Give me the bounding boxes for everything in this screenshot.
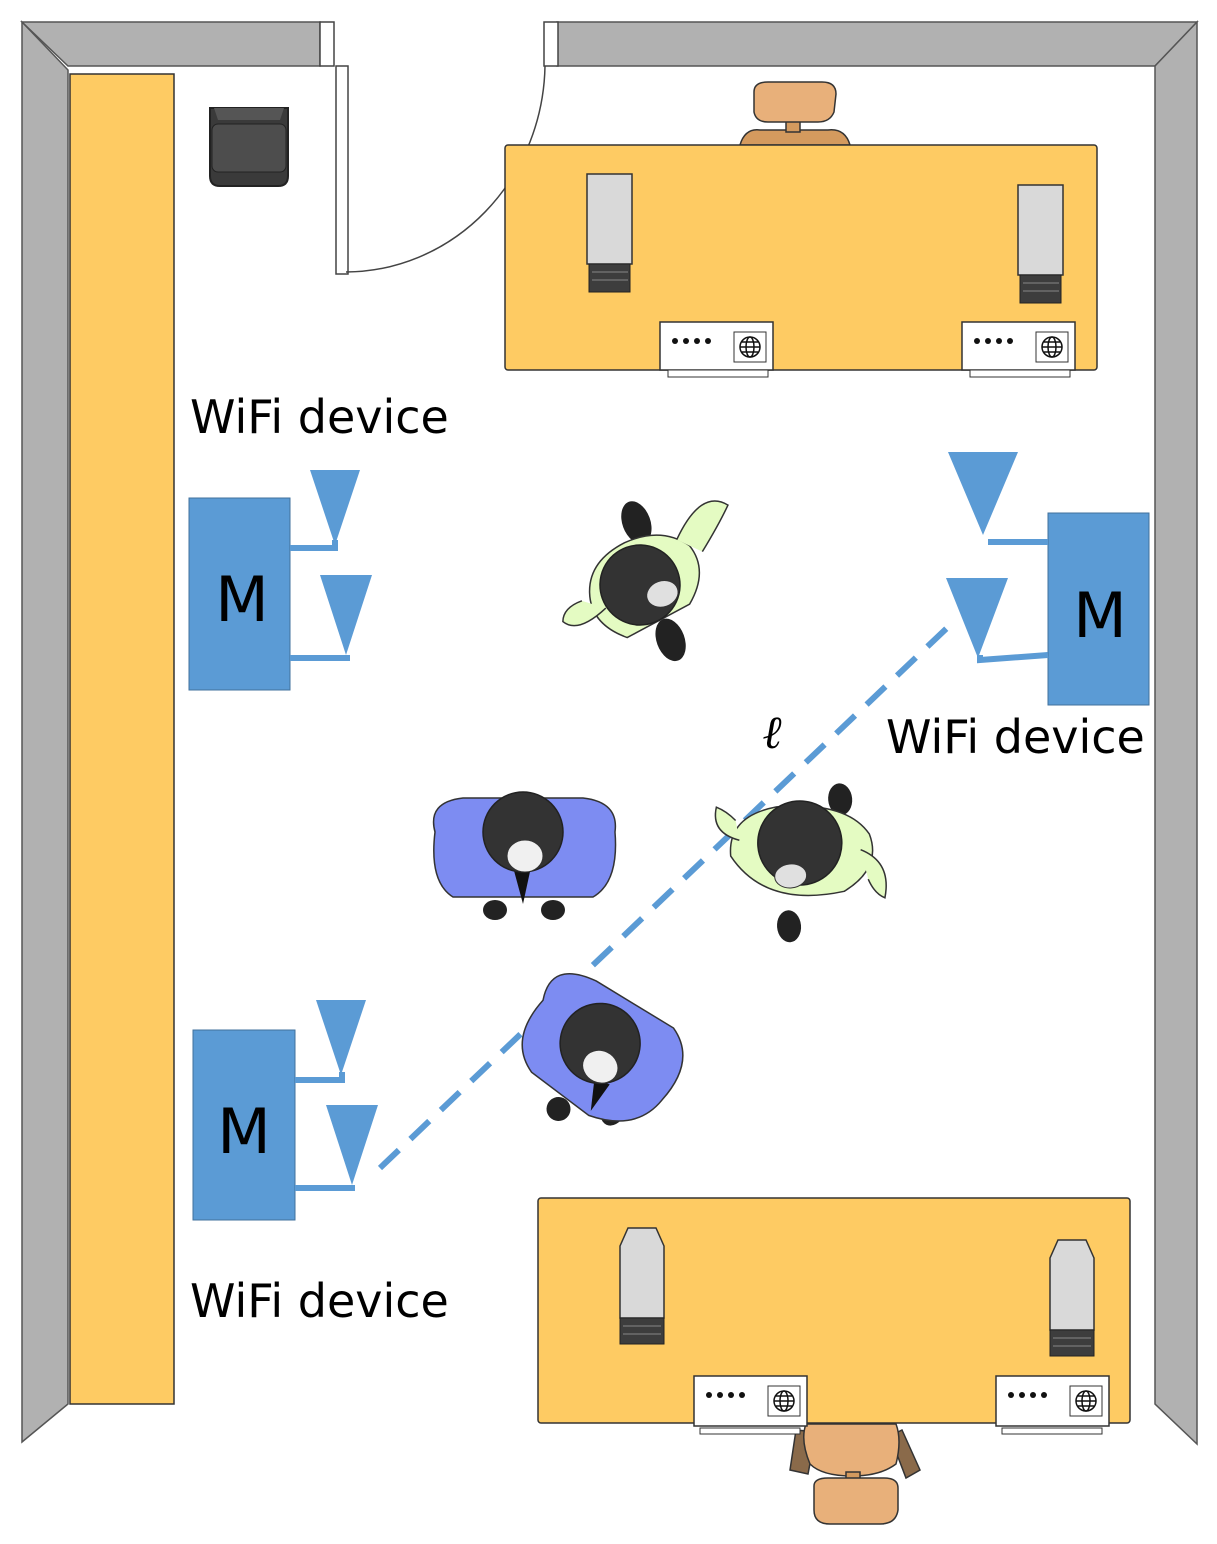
antenna-icon — [946, 578, 1008, 658]
person-icon — [714, 783, 887, 943]
antenna-icon — [320, 575, 372, 655]
device-letter: M — [1073, 579, 1127, 652]
person-icon — [521, 972, 684, 1126]
wifi-link-line — [377, 624, 951, 1171]
wifi-device-label: WiFi device — [886, 710, 1145, 764]
globe-icon — [739, 336, 761, 358]
wifi-device-right: M — [946, 452, 1150, 706]
door-icon — [319, 21, 559, 275]
wifi-device-bottom-left: M — [192, 1000, 378, 1221]
wifi-device-label: WiFi device — [190, 1274, 449, 1328]
top-desk — [504, 81, 1098, 378]
walls — [20, 20, 1199, 1446]
person-icon — [432, 791, 617, 920]
chair-icon — [738, 81, 852, 146]
globe-icon — [773, 1390, 795, 1412]
wifi-device-label: WiFi device — [190, 390, 449, 444]
router-icon — [659, 321, 774, 378]
router-icon — [995, 1375, 1110, 1435]
router-icon — [693, 1375, 808, 1435]
person-icon — [562, 500, 729, 662]
device-letter: M — [215, 563, 269, 636]
globe-icon — [1041, 336, 1063, 358]
wall-shelf — [69, 73, 175, 1405]
desktop-computer-icon — [586, 173, 633, 293]
antenna-icon — [948, 452, 1018, 535]
antenna-icon — [316, 1000, 366, 1075]
desktop-computer-icon — [1017, 184, 1064, 304]
router-icon — [961, 321, 1076, 378]
antenna-icon — [326, 1105, 378, 1185]
link-symbol: ℓ — [762, 705, 782, 759]
wifi-device-top-left: M — [188, 470, 372, 691]
device-letter: M — [217, 1095, 271, 1168]
chair-icon — [789, 1423, 921, 1525]
antenna-icon — [310, 470, 360, 545]
desktop-computer-icon — [1049, 1239, 1095, 1357]
globe-icon — [1075, 1390, 1097, 1412]
trash-bin-icon — [209, 107, 289, 187]
desktop-computer-icon — [619, 1227, 665, 1345]
bottom-desk — [537, 1197, 1131, 1525]
